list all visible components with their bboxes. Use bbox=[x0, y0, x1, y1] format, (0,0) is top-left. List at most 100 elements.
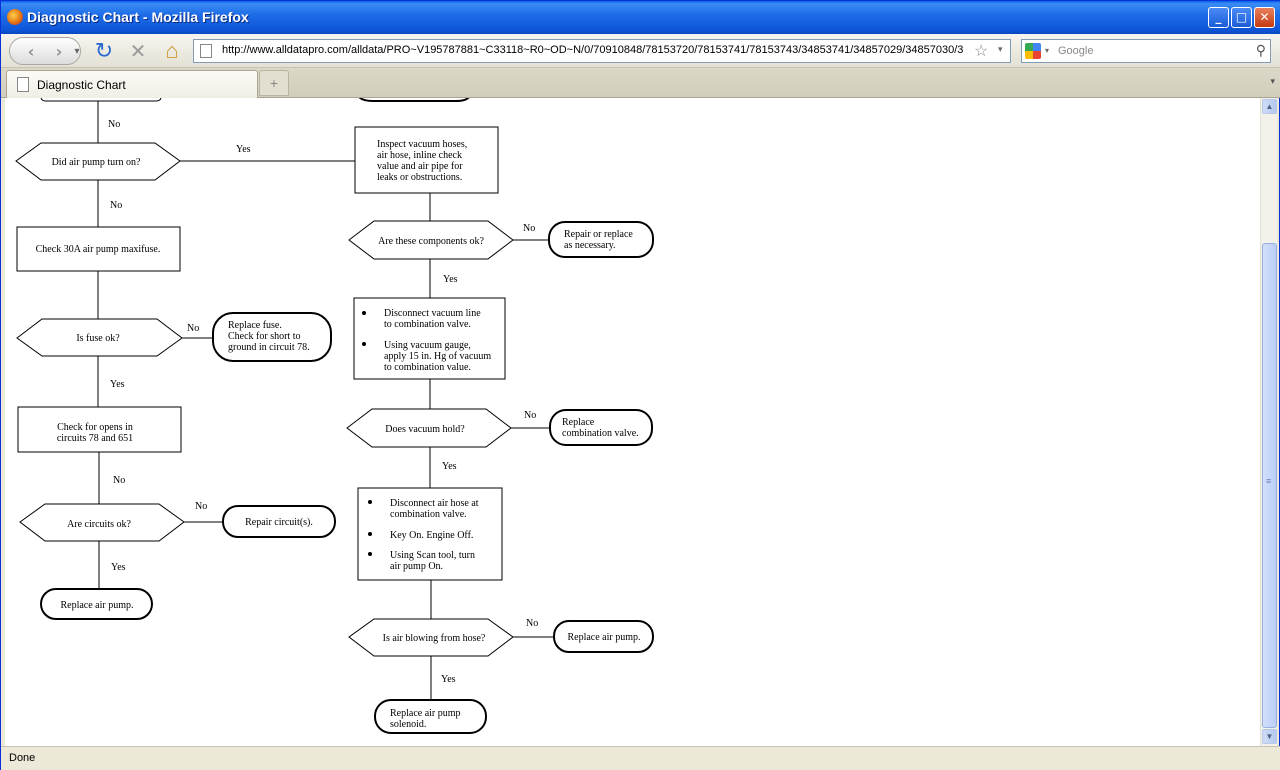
text-disconnect-vacuum-1: Disconnect vacuum line bbox=[384, 308, 481, 319]
text-inspect-2: air hose, inline check bbox=[377, 150, 462, 161]
text-scan-tool-1: Using Scan tool, turn bbox=[390, 550, 475, 561]
status-text: Done bbox=[9, 752, 36, 764]
decision-components-ok bbox=[348, 220, 514, 260]
question-vacuum-hold: Does vacuum hold? bbox=[385, 424, 465, 435]
text-replace-combo-1: Replace bbox=[562, 417, 595, 428]
label-yes: Yes bbox=[442, 461, 457, 472]
terminal-replace-solenoid bbox=[374, 699, 487, 734]
back-button[interactable]: ‹ bbox=[27, 41, 35, 61]
history-dropdown-icon[interactable]: ▾ bbox=[74, 45, 80, 57]
partial-box-top-right bbox=[358, 98, 470, 102]
label-no: No bbox=[113, 475, 125, 486]
tab-strip: Diagnostic Chart + ▾ bbox=[1, 68, 1280, 98]
scroll-thumb[interactable]: ≡ bbox=[1262, 243, 1277, 728]
url-bar[interactable]: http://www.alldatapro.com/alldata/PRO~V1… bbox=[193, 39, 1011, 63]
box-disconnect-air-hose bbox=[357, 487, 503, 581]
label-yes: Yes bbox=[110, 379, 125, 390]
text-repair-circuits: Repair circuit(s). bbox=[245, 517, 313, 528]
google-icon[interactable] bbox=[1025, 43, 1041, 59]
box-inspect-vacuum-hoses bbox=[354, 126, 499, 194]
text-replace-air-pump-right: Replace air pump. bbox=[567, 632, 640, 643]
text-check-maxifuse: Check 30A air pump maxifuse. bbox=[36, 244, 161, 255]
question-air-pump-turn-on: Did air pump turn on? bbox=[52, 157, 141, 168]
page-icon bbox=[17, 77, 29, 92]
search-input[interactable]: Google bbox=[1058, 45, 1094, 57]
text-scan-tool-2: air pump On. bbox=[390, 561, 443, 572]
page-content: No Did air pump turn on? Yes No Check 30… bbox=[5, 98, 1260, 746]
box-check-maxifuse bbox=[16, 226, 181, 272]
firefox-icon bbox=[7, 9, 23, 25]
reload-button[interactable]: ↻ bbox=[94, 38, 114, 63]
search-bar[interactable]: ▾ Google ⚲ bbox=[1021, 39, 1271, 63]
label-no: No bbox=[187, 323, 199, 334]
box-check-opens bbox=[17, 406, 182, 453]
terminal-repair-replace bbox=[548, 221, 654, 258]
search-engine-dropdown-icon[interactable]: ▾ bbox=[1045, 46, 1050, 55]
text-replace-combo-2: combination valve. bbox=[562, 428, 639, 439]
terminal-replace-combination-valve bbox=[549, 409, 653, 446]
text-replace-solenoid-2: solenoid. bbox=[390, 719, 426, 730]
bullet bbox=[362, 311, 366, 315]
text-key-on: Key On. Engine Off. bbox=[390, 530, 473, 541]
bullet bbox=[368, 500, 372, 504]
tab-diagnostic-chart[interactable]: Diagnostic Chart bbox=[6, 70, 258, 98]
text-repair-replace-1: Repair or replace bbox=[564, 229, 633, 240]
label-no: No bbox=[526, 618, 538, 629]
terminal-replace-air-pump-left bbox=[40, 588, 153, 620]
text-vacuum-gauge-1: Using vacuum gauge, bbox=[384, 340, 471, 351]
status-bar: Done bbox=[1, 746, 1280, 770]
diagnostic-flowchart: No Did air pump turn on? Yes No Check 30… bbox=[15, 98, 654, 734]
text-check-opens-2: circuits 78 and 651 bbox=[57, 433, 133, 444]
box-disconnect-vacuum-line bbox=[353, 297, 506, 380]
text-disconnect-air-hose-2: combination valve. bbox=[390, 509, 467, 520]
terminal-replace-fuse bbox=[212, 312, 332, 362]
terminal-replace-air-pump-right bbox=[553, 620, 654, 653]
scroll-up-button[interactable]: ▲ bbox=[1262, 99, 1277, 114]
url-text[interactable]: http://www.alldatapro.com/alldata/PRO~V1… bbox=[222, 44, 964, 56]
text-replace-fuse-2: Check for short to bbox=[228, 331, 301, 342]
stop-button[interactable]: ✕ bbox=[129, 40, 147, 63]
label-no: No bbox=[108, 119, 120, 130]
text-vacuum-gauge-3: to combination value. bbox=[384, 362, 471, 373]
scroll-down-button[interactable]: ▼ bbox=[1262, 729, 1277, 744]
text-repair-replace-2: as necessary. bbox=[564, 240, 616, 251]
question-fuse-ok: Is fuse ok? bbox=[76, 333, 120, 344]
scroll-grip-icon: ≡ bbox=[1266, 476, 1272, 486]
decision-vacuum-hold bbox=[346, 408, 512, 448]
decision-circuits-ok bbox=[19, 503, 185, 542]
search-icon[interactable]: ⚲ bbox=[1255, 42, 1266, 58]
text-inspect-3: value and air pipe for bbox=[377, 161, 463, 172]
bullet bbox=[368, 532, 372, 536]
new-tab-button[interactable]: + bbox=[259, 70, 289, 96]
text-disconnect-air-hose-1: Disconnect air hose at bbox=[390, 498, 479, 509]
text-check-opens-1: Check for opens in bbox=[57, 422, 133, 433]
decision-air-blowing bbox=[348, 618, 514, 657]
window-title: Diagnostic Chart - Mozilla Firefox bbox=[27, 9, 249, 25]
terminal-repair-circuits bbox=[222, 505, 336, 538]
forward-button[interactable]: › bbox=[55, 41, 63, 61]
text-disconnect-vacuum-2: to combination valve. bbox=[384, 319, 471, 330]
maximize-button[interactable]: □ bbox=[1231, 7, 1252, 28]
label-no: No bbox=[110, 200, 122, 211]
minimize-button[interactable]: _ bbox=[1208, 7, 1229, 28]
bookmark-star-icon[interactable]: ☆ bbox=[974, 43, 989, 60]
url-dropdown-icon[interactable]: ▾ bbox=[998, 44, 1003, 54]
vertical-scrollbar[interactable]: ▲ ≡ ▼ bbox=[1260, 98, 1277, 746]
label-no: No bbox=[524, 410, 536, 421]
title-bar[interactable]: Diagnostic Chart - Mozilla Firefox _ □ ✕ bbox=[1, 1, 1280, 34]
page-icon bbox=[200, 44, 212, 58]
label-no: No bbox=[523, 223, 535, 234]
text-vacuum-gauge-2: apply 15 in. Hg of vacuum bbox=[384, 351, 491, 362]
label-yes: Yes bbox=[111, 562, 126, 573]
tab-label: Diagnostic Chart bbox=[37, 78, 126, 92]
question-circuits-ok: Are circuits ok? bbox=[67, 519, 131, 530]
partial-box-top-left bbox=[40, 98, 162, 102]
text-inspect-1: Inspect vacuum hoses, bbox=[377, 139, 467, 150]
close-button[interactable]: ✕ bbox=[1254, 7, 1275, 28]
tab-list-icon[interactable]: ▾ bbox=[1270, 76, 1275, 86]
home-button[interactable]: ⌂ bbox=[165, 38, 179, 63]
bullet bbox=[368, 552, 372, 556]
decision-fuse-ok bbox=[16, 318, 183, 357]
question-air-blowing: Is air blowing from hose? bbox=[383, 633, 486, 644]
